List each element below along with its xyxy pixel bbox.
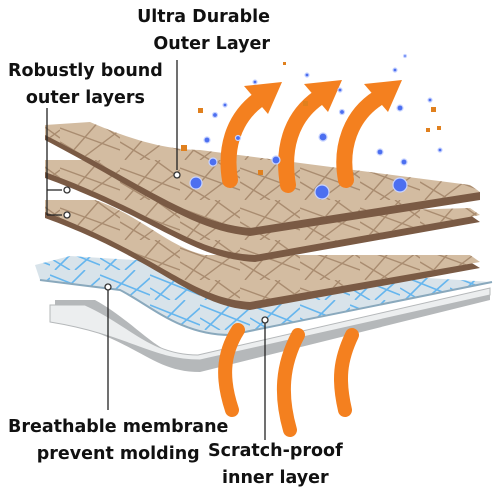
curved-up-arrow-icon [276,328,305,437]
curved-up-arrow-icon [220,82,282,188]
bubble-icon [396,104,404,112]
bound-layers-label-line2: outer layers [25,88,145,108]
bubble-icon [376,148,384,156]
particle-icon [258,170,263,175]
fabric-layer-bottom [45,200,480,310]
bubble-icon [427,97,433,103]
leader-lines [46,60,269,440]
outer-layer-label-line1: Ultra Durable [137,7,270,27]
membrane-label-line2: prevent molding [36,444,200,464]
bound-layers-label: Robustly bound outer layers [8,58,163,112]
inner-layer-label-line2: inner layer [222,468,329,488]
bubble-icon [392,67,398,73]
particle-icon [437,126,441,130]
upper-heat-arrows [220,80,402,193]
bubble-icon [203,136,211,144]
inner-layer-label: Scratch-proof inner layer [208,438,343,492]
bubble-icon [222,102,228,108]
curved-up-arrow-icon [218,323,245,417]
bubble-icon [437,147,443,153]
bubble-icon [318,132,328,142]
curved-up-arrow-icon [278,80,342,193]
bubble-icon [392,177,408,193]
bubble-icon [402,53,408,59]
particle-icon [303,101,308,106]
particle-icon [283,62,286,65]
bubble-icon [252,79,258,85]
lower-heat-arrows [218,323,359,437]
particle-icon [198,108,203,113]
fabric-layer-middle [45,160,480,262]
membrane-label-line1: Breathable membrane [8,417,229,437]
bubble-icon [337,87,343,93]
outer-layer-label-line2: Outer Layer [153,34,270,54]
particle-icon [431,107,436,112]
dust-particles [181,62,441,175]
moisture-bubbles [189,53,443,200]
bubble-icon [208,157,218,167]
curved-up-arrow-icon [334,328,359,417]
bubble-icon [304,72,310,78]
bubble-icon [400,158,408,166]
bubble-icon [338,108,346,116]
membrane-label: Breathable membrane prevent molding [8,414,228,468]
bubble-icon [314,184,330,200]
curved-up-arrow-icon [336,80,402,188]
particle-icon [426,128,430,132]
inner-layer [49,287,491,372]
bound-layers-leader [46,108,62,216]
particle-icon [181,145,187,151]
bubble-icon [234,134,242,142]
inner-layer-label-line1: Scratch-proof [208,441,343,461]
bound-layers-label-line1: Robustly bound [8,61,163,81]
bubble-icon [271,155,281,165]
outer-layer-label: Ultra Durable Outer Layer [137,4,270,58]
bubble-icon [189,176,203,190]
bubble-icon [211,111,219,119]
